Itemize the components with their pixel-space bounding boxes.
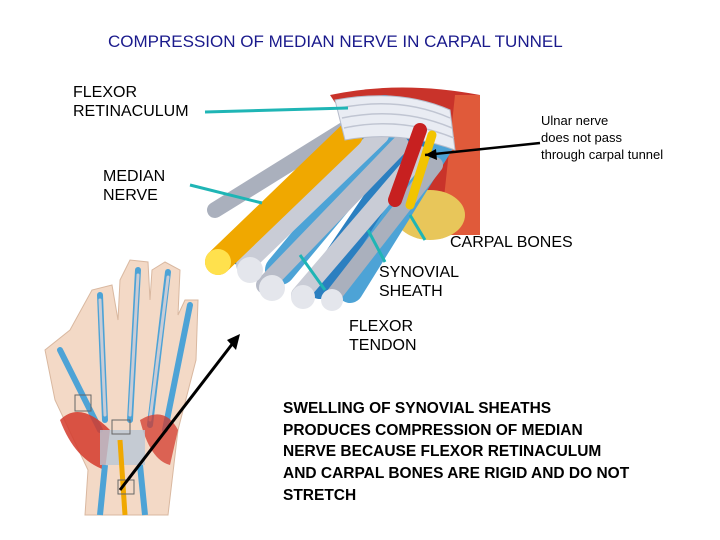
tendon-end — [321, 289, 343, 311]
tendon — [236, 126, 389, 274]
synovial-sheath-label: SYNOVIAL SHEATH — [379, 264, 460, 301]
page-title: COMPRESSION OF MEDIAN NERVE IN CARPAL TU… — [108, 32, 563, 51]
synovial-sheath-pointer — [366, 229, 387, 263]
flexor-retinaculum-label: FLEXOR RETINACULUM — [73, 84, 189, 121]
hand-illustration — [44, 259, 199, 516]
median-nerve-in-hand — [117, 439, 128, 516]
flexor-tendon-pointer — [298, 254, 327, 291]
thenar-muscle — [60, 412, 110, 470]
tendon-end — [237, 257, 263, 283]
explanation-caption: SWELLING OF SYNOVIAL SHEATHS PRODUCES CO… — [283, 400, 630, 504]
ulnar-nerve-label: Ulnar nerve does not pass through carpal… — [541, 113, 664, 162]
tendon-end — [291, 285, 315, 309]
carpal-bones-pointer — [408, 214, 427, 241]
median-nerve-end — [205, 249, 231, 275]
median-nerve-shape — [205, 122, 363, 275]
median-nerve-label: MEDIAN NERVE — [103, 168, 166, 205]
median-nerve-pointer — [189, 183, 263, 205]
carpal-bones-label: CARPAL BONES — [450, 234, 573, 251]
flexor-tendon-label: FLEXOR TENDON — [349, 318, 417, 355]
hand-to-tunnel-arrow — [118, 342, 235, 491]
retinaculum-pointer — [204, 106, 349, 114]
ulnar-nerve-pointer — [424, 141, 541, 157]
tendon-end — [259, 275, 285, 301]
ulnar-nerve-shape — [405, 130, 437, 210]
pointer-lines — [189, 106, 427, 291]
carpal-tunnel-illustration — [189, 87, 541, 311]
tendon — [256, 136, 409, 294]
ulnar-artery-shape — [388, 123, 427, 207]
